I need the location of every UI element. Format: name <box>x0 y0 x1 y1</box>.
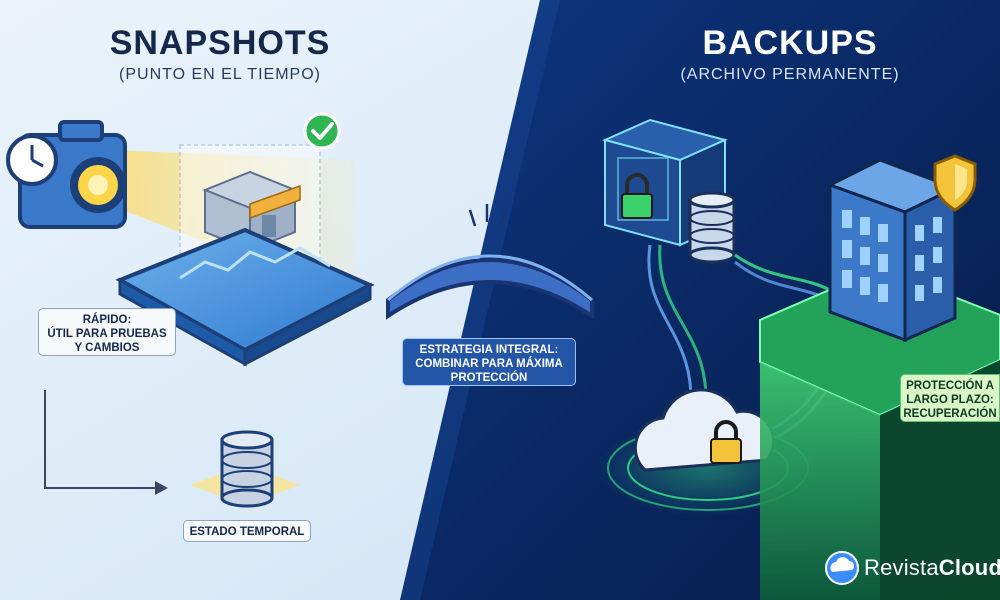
note-strategy-line-3: PROTECCIÓN <box>450 372 528 384</box>
note-protection-line-2: LARGO PLAZO: <box>906 394 994 406</box>
note-protection-line-3: RECUPERACIÓN <box>903 408 997 420</box>
note-fast: RÁPIDO: ÚTIL PARA PRUEBAS Y CAMBIOS <box>38 308 176 356</box>
database-icon <box>190 430 300 508</box>
note-protection: PROTECCIÓN A LARGO PLAZO: RECUPERACIÓN <box>900 374 1000 422</box>
backups-title: BACKUPS <box>702 24 878 62</box>
snapshot-plate <box>115 227 375 367</box>
note-fast-line-2: ÚTIL PARA PRUEBAS <box>47 328 167 340</box>
flow-arrow <box>44 390 155 489</box>
brand-name-part-1: Revista <box>864 555 939 580</box>
note-strategy: ESTRATEGIA INTEGRAL: COMBINAR PARA MÁXIM… <box>402 338 576 386</box>
snapshots-title: SNAPSHOTS <box>109 24 331 62</box>
note-fast-line-1: RÁPIDO: <box>82 314 132 326</box>
note-state: ESTADO TEMPORAL <box>183 520 311 542</box>
bridge-icon <box>386 204 594 320</box>
check-icon <box>303 112 341 150</box>
padlock-icon <box>621 173 653 219</box>
clock-icon <box>6 134 58 186</box>
brand-logo-icon <box>825 551 859 585</box>
right-grid-light <box>400 0 560 600</box>
note-state-text: ESTADO TEMPORAL <box>189 526 305 538</box>
server-stack <box>688 191 736 264</box>
store-icon <box>202 170 301 252</box>
brand-name: RevistaCloud <box>864 555 1000 581</box>
note-fast-line-3: Y CAMBIOS <box>74 342 140 354</box>
note-strategy-line-1: ESTRATEGIA INTEGRAL: <box>419 344 559 356</box>
note-strategy-line-2: COMBINAR PARA MÁXIMA <box>415 358 563 370</box>
note-protection-line-1: PROTECCIÓN A <box>906 380 994 392</box>
snapshots-subtitle: (PUNTO EN EL TIEMPO) <box>119 66 321 83</box>
brand-name-part-2: Cloud <box>938 555 1000 580</box>
brand-logo: RevistaCloud <box>826 552 1000 584</box>
backups-subtitle: (ARCHIVO PERMANENTE) <box>680 66 900 83</box>
arrow-head <box>155 481 168 495</box>
building-icon <box>826 158 959 343</box>
shield-icon <box>933 154 977 212</box>
